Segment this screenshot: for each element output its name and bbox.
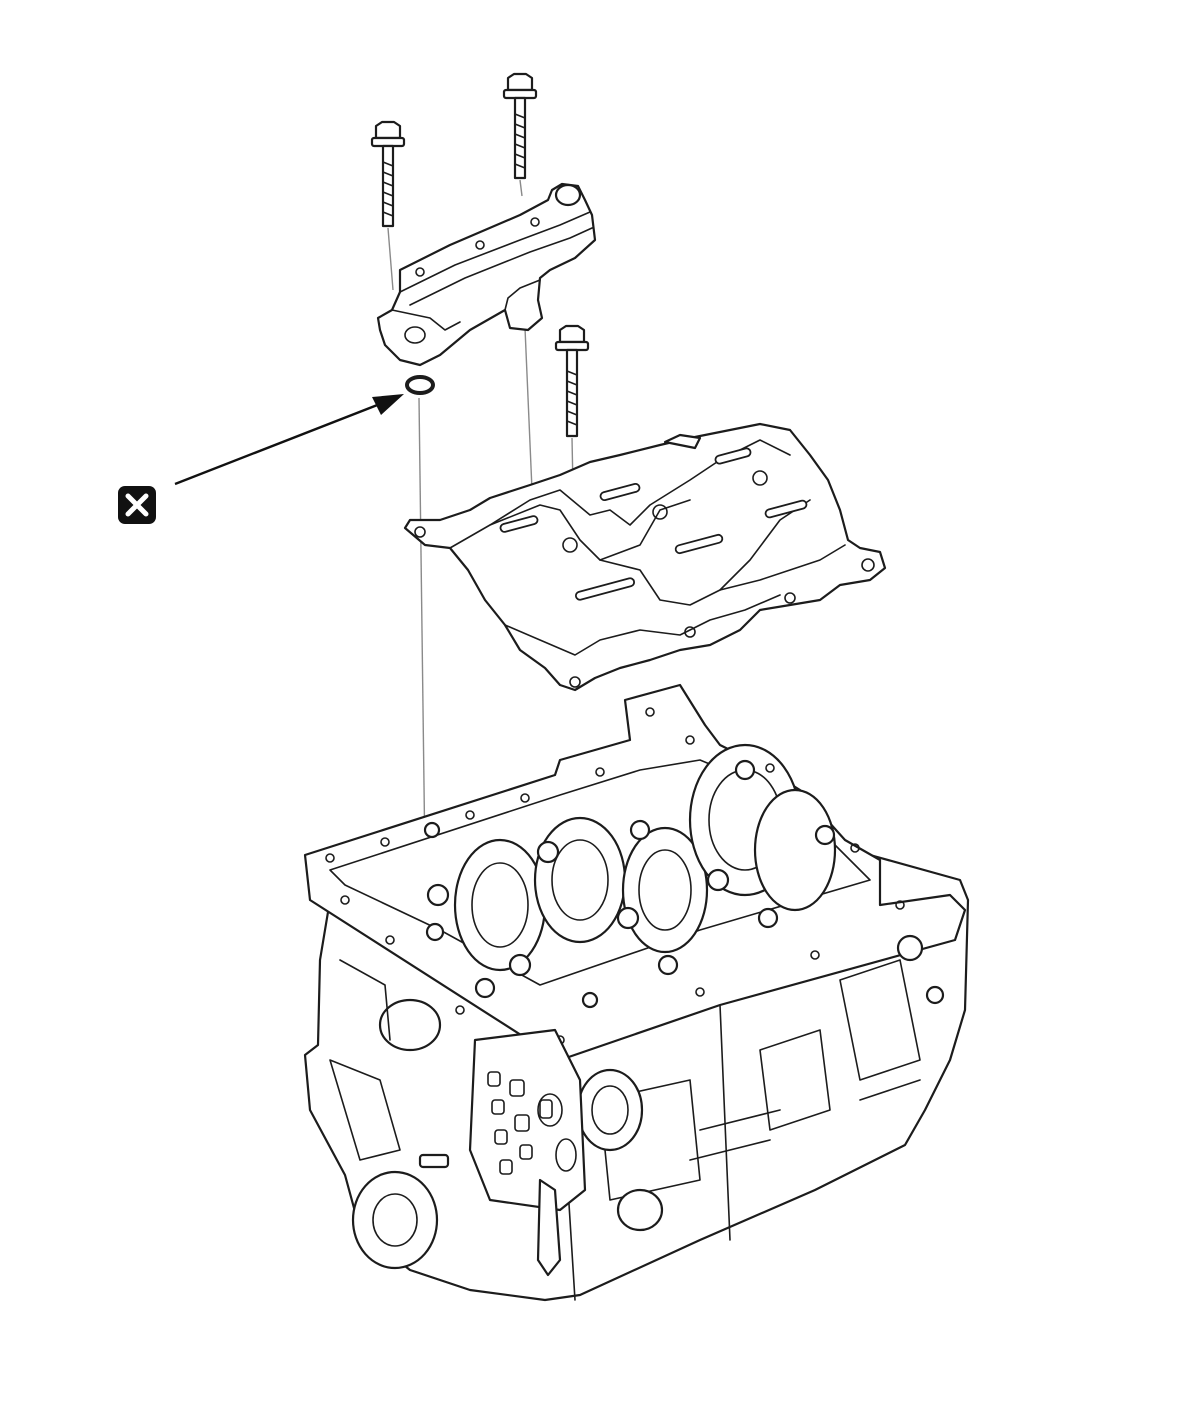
oil-pump-cover (418, 1028, 587, 1277)
baffle-plate (403, 422, 887, 692)
bolt-2 (502, 72, 538, 180)
main-bolt-bosses (423, 759, 945, 1009)
replace-part-callout (118, 394, 404, 524)
o-ring (405, 375, 435, 395)
engine-block (303, 683, 970, 1302)
bolt-3 (554, 324, 590, 438)
bolt-1 (370, 120, 406, 228)
oil-strainer (376, 182, 597, 367)
replace-part-x-icon (118, 486, 156, 524)
deck-bolt-holes (325, 707, 905, 1045)
